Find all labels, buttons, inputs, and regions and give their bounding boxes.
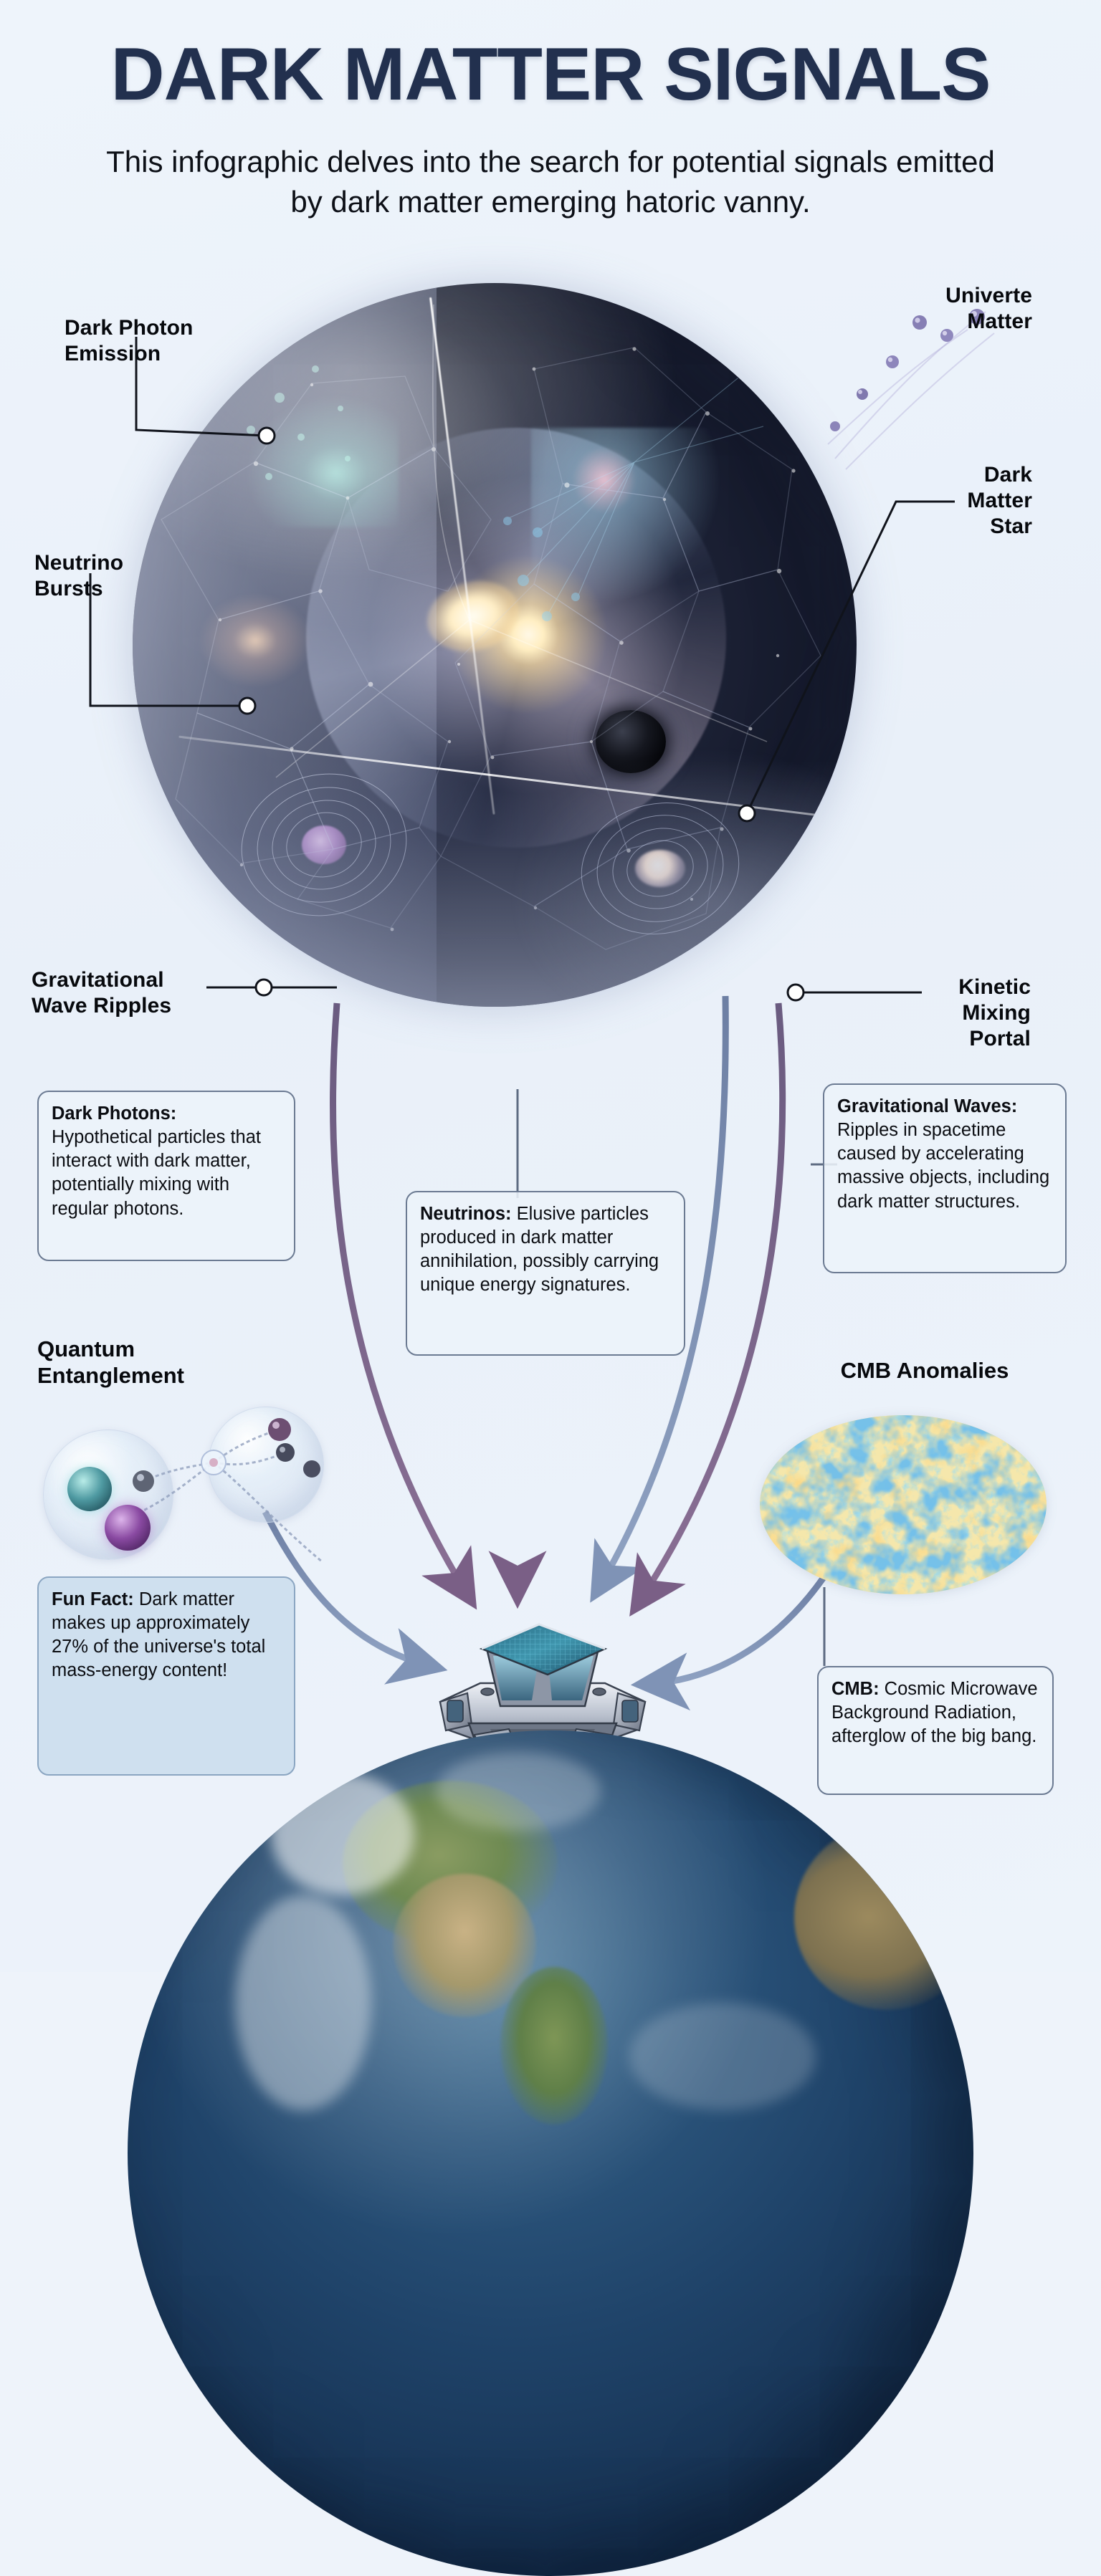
info-box-dark-photons-term: Dark Photons: (52, 1103, 177, 1124)
info-box-neutrinos-body: Elusive particles produced in dark matte… (420, 1204, 659, 1296)
earth-globe (128, 1730, 973, 2576)
info-box-cmb-term: CMB: (831, 1679, 880, 1699)
info-box-neutrinos: Neutrinos: Elusive particles produced in… (406, 1191, 685, 1356)
quantum-entanglement-graphic (36, 1401, 324, 1564)
section-label-quantum-entanglement: Quantum Entanglement (37, 1336, 184, 1388)
callout-label-neutrino-bursts: Neutrino Bursts (34, 551, 124, 600)
info-box-dark-photons: Dark Photons: Hypothetical particles tha… (37, 1091, 295, 1261)
info-box-fun-fact-term: Fun Fact: (52, 1589, 134, 1609)
arrow-cmb (630, 1574, 827, 1711)
info-box-cmb-body: Cosmic Microwave Background Radiation, a… (831, 1679, 1038, 1747)
entangled-particle-purple (105, 1505, 151, 1551)
detector-array-graphic (424, 1609, 661, 1788)
cloud-band-west (235, 1895, 371, 2110)
callout-label-dark-photon-emission: Dark Photon Emission (65, 316, 194, 365)
landmass-central-america (500, 1967, 608, 2125)
dark-matter-star-burst (530, 428, 746, 628)
info-box-fun-fact-body: Dark matter makes up approximately 27% o… (52, 1589, 266, 1681)
info-box-gravitational-waves: Gravitational Waves: Ripples in spacetim… (823, 1083, 1067, 1273)
cloud-band-northwest (271, 1773, 414, 1895)
entangled-particle-teal (67, 1467, 112, 1511)
sphere-shell-cutaway-bottom (133, 760, 857, 1007)
cmb-fluctuation-map (760, 1415, 1047, 1594)
section-label-cmb-anomalies: CMB Anomalies (840, 1358, 1009, 1383)
page-title: DARK MATTER SIGNALS (110, 33, 991, 116)
infographic-root: DARK MATTER SIGNALS This infographic del… (32, 33, 1067, 2576)
landmass-east (794, 1824, 973, 2010)
info-box-neutrinos-term: Neutrinos: (420, 1204, 512, 1224)
info-box-fun-fact: Fun Fact: Dark matter makes up approxima… (37, 1576, 295, 1776)
info-box-gravitational-waves-term: Gravitational Waves: (837, 1096, 1018, 1116)
callout-label-kinetic-mixing-portal: Kinetic Mixing Portal (958, 975, 1031, 1050)
entanglement-links (120, 1418, 323, 1564)
cloud-band-north (436, 1752, 601, 1831)
detector-array-illustration (439, 1623, 647, 1765)
info-box-cmb: CMB: Cosmic Microwave Background Radiati… (817, 1666, 1054, 1795)
sphere-body (133, 283, 857, 1007)
info-box-gravitational-waves-body: Ripples in spacetime caused by accelerat… (837, 1120, 1050, 1212)
callout-label-gravitational-wave-ripples: Gravitational Wave Ripples (32, 968, 172, 1018)
page-subtitle: This infographic delves into the search … (106, 145, 995, 219)
callout-label-univerte-matter: Univerte Matter (945, 284, 1032, 333)
callout-label-dark-matter-star: Dark Matter Star (967, 463, 1032, 538)
cloud-band-south (629, 2003, 816, 2110)
universe-sphere-graphic (133, 283, 857, 1007)
cmb-map-graphic (760, 1415, 1047, 1594)
info-box-dark-photons-body: Hypothetical particles that interact wit… (52, 1127, 261, 1219)
